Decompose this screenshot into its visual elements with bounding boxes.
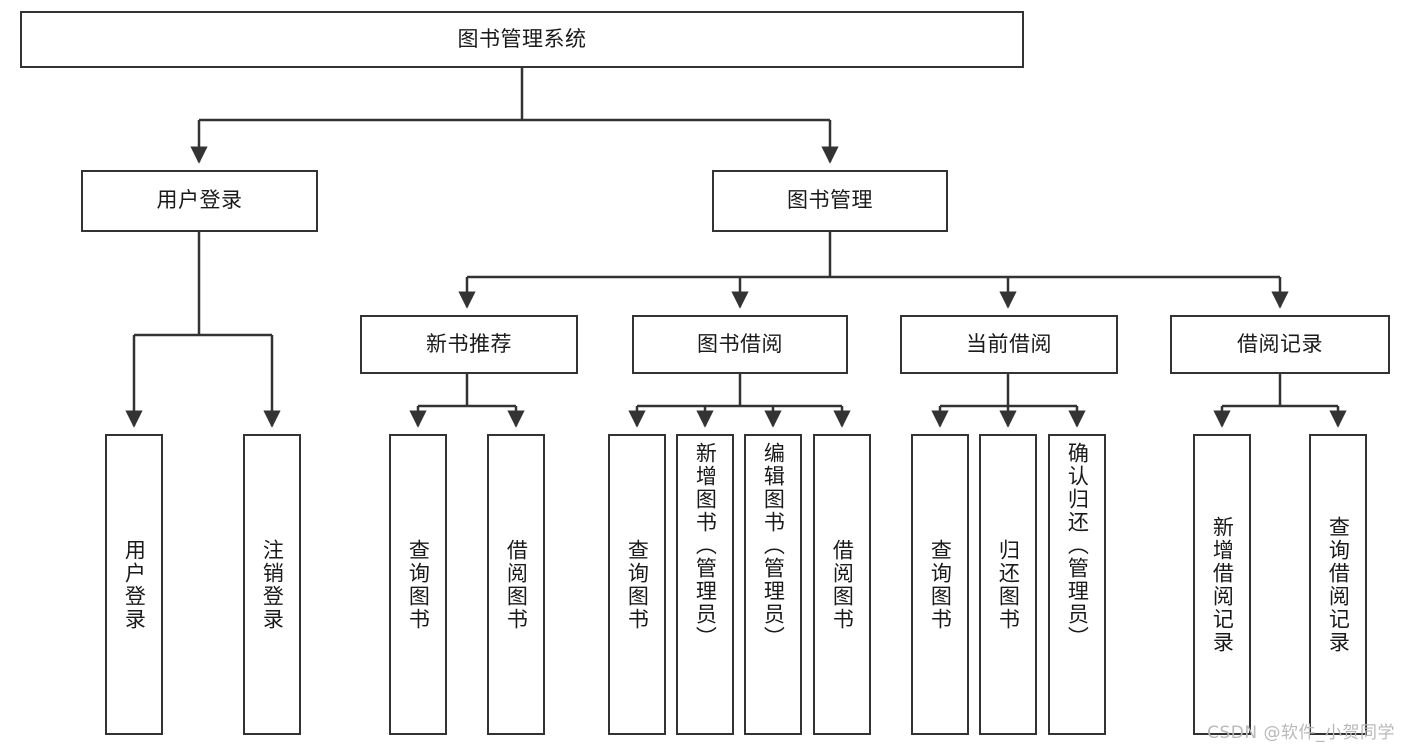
node-leaf-rec-query2-label: 查询借阅记录 bbox=[1326, 515, 1351, 654]
node-leaf-cur-return[interactable]: 归还图书 bbox=[979, 434, 1037, 735]
node-leaf-cur-confirm-label: 确认归还（管理员） bbox=[1065, 442, 1090, 649]
node-leaf-borrow-edit[interactable]: 编辑图书（管理员） bbox=[744, 434, 802, 735]
node-new-book-rec-label: 新书推荐 bbox=[426, 331, 512, 356]
node-leaf-rec-borrow-label: 借阅图书 bbox=[504, 538, 529, 631]
node-leaf-rec-query2[interactable]: 查询借阅记录 bbox=[1309, 434, 1367, 735]
node-leaf-user-logout-label: 注销登录 bbox=[260, 538, 285, 631]
node-borrow-record-label: 借阅记录 bbox=[1237, 331, 1323, 356]
node-leaf-borrow-add[interactable]: 新增图书（管理员） bbox=[676, 434, 734, 735]
node-leaf-borrow-do-label: 借阅图书 bbox=[830, 538, 855, 631]
node-user-login-label: 用户登录 bbox=[156, 188, 243, 213]
watermark-text: CSDN @软件_小贺同学 bbox=[1207, 723, 1395, 743]
node-leaf-cur-query[interactable]: 查询图书 bbox=[911, 434, 969, 735]
node-book-manage[interactable]: 图书管理 bbox=[712, 170, 948, 232]
node-leaf-rec-query[interactable]: 查询图书 bbox=[389, 434, 447, 735]
node-leaf-borrow-do[interactable]: 借阅图书 bbox=[813, 434, 871, 735]
node-leaf-borrow-query-label: 查询图书 bbox=[625, 538, 650, 631]
node-book-borrow[interactable]: 图书借阅 bbox=[632, 315, 848, 374]
node-current-borrow-label: 当前借阅 bbox=[966, 331, 1052, 356]
node-book-borrow-label: 图书借阅 bbox=[697, 331, 783, 356]
node-leaf-user-login[interactable]: 用户登录 bbox=[105, 434, 163, 735]
node-leaf-rec-add-label: 新增借阅记录 bbox=[1210, 515, 1235, 654]
node-leaf-cur-return-label: 归还图书 bbox=[996, 538, 1021, 631]
node-leaf-rec-borrow[interactable]: 借阅图书 bbox=[487, 434, 545, 735]
node-current-borrow[interactable]: 当前借阅 bbox=[900, 315, 1118, 374]
node-borrow-record[interactable]: 借阅记录 bbox=[1170, 315, 1390, 374]
node-user-login[interactable]: 用户登录 bbox=[81, 170, 318, 232]
node-leaf-rec-add[interactable]: 新增借阅记录 bbox=[1193, 434, 1251, 735]
node-leaf-borrow-edit-label: 编辑图书（管理员） bbox=[761, 442, 786, 649]
node-new-book-rec[interactable]: 新书推荐 bbox=[360, 315, 578, 374]
node-leaf-cur-confirm[interactable]: 确认归还（管理员） bbox=[1048, 434, 1106, 735]
node-leaf-user-login-label: 用户登录 bbox=[122, 538, 147, 631]
node-leaf-borrow-add-label: 新增图书（管理员） bbox=[693, 442, 718, 649]
node-leaf-cur-query-label: 查询图书 bbox=[928, 538, 953, 631]
node-root[interactable]: 图书管理系统 bbox=[20, 11, 1024, 68]
node-book-manage-label: 图书管理 bbox=[787, 188, 873, 213]
node-leaf-user-logout[interactable]: 注销登录 bbox=[243, 434, 301, 735]
node-leaf-borrow-query[interactable]: 查询图书 bbox=[608, 434, 666, 735]
node-leaf-rec-query-label: 查询图书 bbox=[406, 538, 431, 631]
node-root-label: 图书管理系统 bbox=[457, 26, 587, 51]
